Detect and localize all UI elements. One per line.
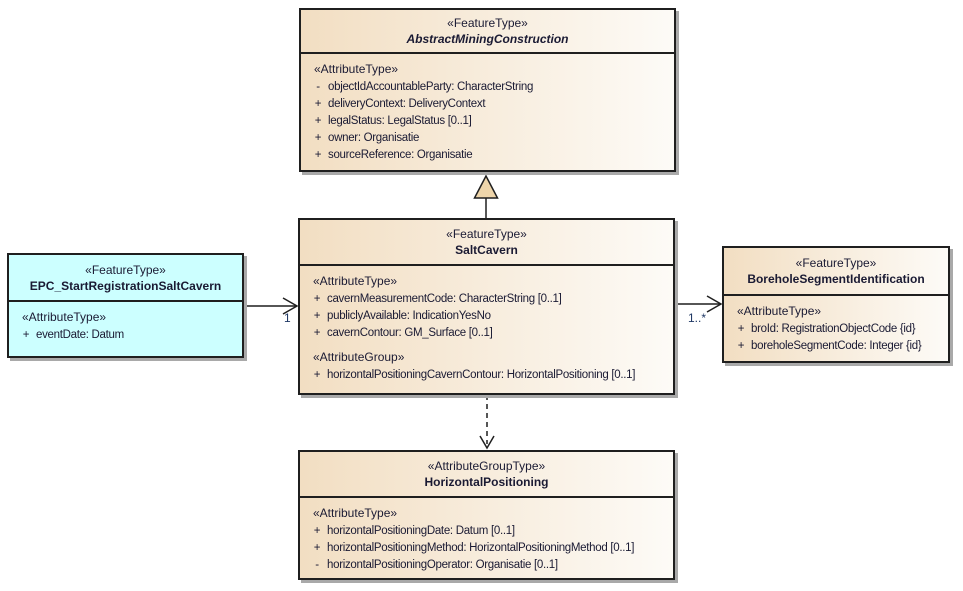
section-heading: «AttributeType» (313, 506, 398, 520)
attribute-text: horizontalPositioningDate: Datum [0..1] (327, 525, 515, 537)
attribute-compartment: «AttributeType» + broId: RegistrationObj… (724, 296, 948, 355)
visibility: + (737, 340, 745, 352)
attribute-text: horizontalPositioningOperator: Organisat… (327, 559, 558, 571)
stereotype-label: «FeatureType» (447, 16, 528, 30)
visibility: + (737, 323, 745, 335)
visibility: + (313, 293, 321, 305)
class-box-epc-start-registration-saltcavern[interactable]: «FeatureType» EPC_StartRegistrationSaltC… (7, 253, 244, 358)
borehole-association-connector[interactable] (675, 295, 723, 313)
multiplicity-label-epc: 1 (284, 311, 291, 325)
attribute-text: broId: RegistrationObjectCode {id} (751, 323, 916, 335)
attribute-row: + legalStatus: LegalStatus [0..1] (301, 113, 674, 130)
attribute-text: legalStatus: LegalStatus [0..1] (328, 115, 472, 127)
open-arrowhead-icon (706, 295, 723, 313)
attribute-row: + sourceReference: Organisatie (301, 147, 674, 164)
attribute-text: eventDate: Datum (36, 329, 124, 341)
class-box-abstract-mining-construction[interactable]: «FeatureType» AbstractMiningConstruction… (299, 8, 676, 172)
class-name: SaltCavern (455, 243, 518, 257)
attribute-row: + boreholeSegmentCode: Integer {id} (724, 338, 948, 355)
visibility: - (315, 559, 319, 571)
attribute-compartment: «AttributeType» + cavernMeasurementCode:… (300, 266, 673, 384)
section-heading: «AttributeType» (314, 62, 399, 76)
class-name: AbstractMiningConstruction (406, 32, 569, 46)
class-name: EPC_StartRegistrationSaltCavern (29, 278, 222, 293)
attribute-text: owner: Organisatie (328, 132, 420, 144)
class-name: HorizontalPositioning (424, 475, 549, 489)
attribute-text: cavernMeasurementCode: CharacterString [… (327, 293, 562, 305)
visibility: + (313, 542, 321, 554)
visibility: + (313, 327, 321, 339)
attribute-row: + horizontalPositioningMethod: Horizonta… (300, 540, 673, 557)
attribute-compartment: «AttributeType» + horizontalPositioningD… (300, 498, 673, 574)
attribute-row: + horizontalPositioningDate: Datum [0..1… (300, 523, 673, 540)
attribute-row: - horizontalPositioningOperator: Organis… (300, 557, 673, 574)
stereotype-label: «FeatureType» (85, 262, 166, 277)
attribute-text: horizontalPositioningCavernContour: Hori… (327, 369, 636, 381)
visibility: + (314, 98, 322, 110)
section-heading: «AttributeGroup» (313, 350, 405, 364)
stereotype-label: «AttributeGroupType» (427, 459, 546, 473)
section-heading: «AttributeType» (313, 274, 398, 288)
attribute-row: + publiclyAvailable: IndicationYesNo (300, 308, 673, 325)
attribute-text: objectIdAccountableParty: CharacterStrin… (328, 81, 534, 93)
attribute-row: + eventDate: Datum (9, 327, 242, 344)
visibility: + (313, 310, 321, 322)
attribute-text: horizontalPositioningMethod: HorizontalP… (327, 542, 635, 554)
generalization-arrowhead-icon (473, 174, 499, 199)
visibility: + (313, 369, 321, 381)
attribute-row: + cavernContour: GM_Surface [0..1] (300, 325, 673, 342)
stereotype-label: «FeatureType» (446, 227, 527, 241)
attribute-row: + owner: Organisatie (301, 130, 674, 147)
class-box-borehole-segment-identification[interactable]: «FeatureType» BoreholeSegmentIdentificat… (722, 246, 950, 363)
visibility: + (22, 329, 30, 341)
visibility: + (314, 115, 322, 127)
section-heading: «AttributeType» (737, 304, 822, 318)
visibility: - (316, 81, 320, 93)
attribute-row: + cavernMeasurementCode: CharacterString… (300, 291, 673, 308)
attribute-text: boreholeSegmentCode: Integer {id} (751, 340, 922, 352)
attribute-compartment: «AttributeType» + eventDate: Datum (9, 302, 242, 344)
dependency-connector[interactable] (479, 395, 495, 450)
attribute-row: + deliveryContext: DeliveryContext (301, 96, 674, 113)
attribute-row: + horizontalPositioningCavernContour: Ho… (300, 367, 673, 384)
multiplicity-label-borehole: 1..* (688, 311, 707, 325)
visibility: + (314, 149, 322, 161)
stereotype-label: «FeatureType» (795, 256, 877, 270)
attribute-text: sourceReference: Organisatie (328, 149, 473, 161)
attribute-text: cavernContour: GM_Surface [0..1] (327, 327, 493, 339)
class-box-saltcavern[interactable]: «FeatureType» SaltCavern «AttributeType»… (298, 218, 675, 395)
visibility: + (314, 132, 322, 144)
attribute-text: publiclyAvailable: IndicationYesNo (327, 310, 491, 322)
generalization-connector[interactable] (473, 174, 499, 218)
open-arrowhead-icon (282, 297, 299, 315)
attribute-row: + broId: RegistrationObjectCode {id} (724, 321, 948, 338)
section-heading: «AttributeType» (22, 310, 107, 324)
visibility: + (313, 525, 321, 537)
attribute-row: - objectIdAccountableParty: CharacterStr… (301, 79, 674, 96)
open-arrowhead-icon (479, 435, 495, 450)
class-box-horizontal-positioning[interactable]: «AttributeGroupType» HorizontalPositioni… (298, 450, 675, 580)
attribute-compartment: «AttributeType» - objectIdAccountablePar… (301, 54, 674, 164)
epc-association-connector[interactable] (244, 297, 299, 315)
attribute-text: deliveryContext: DeliveryContext (328, 98, 486, 110)
class-name: BoreholeSegmentIdentification (747, 272, 925, 286)
